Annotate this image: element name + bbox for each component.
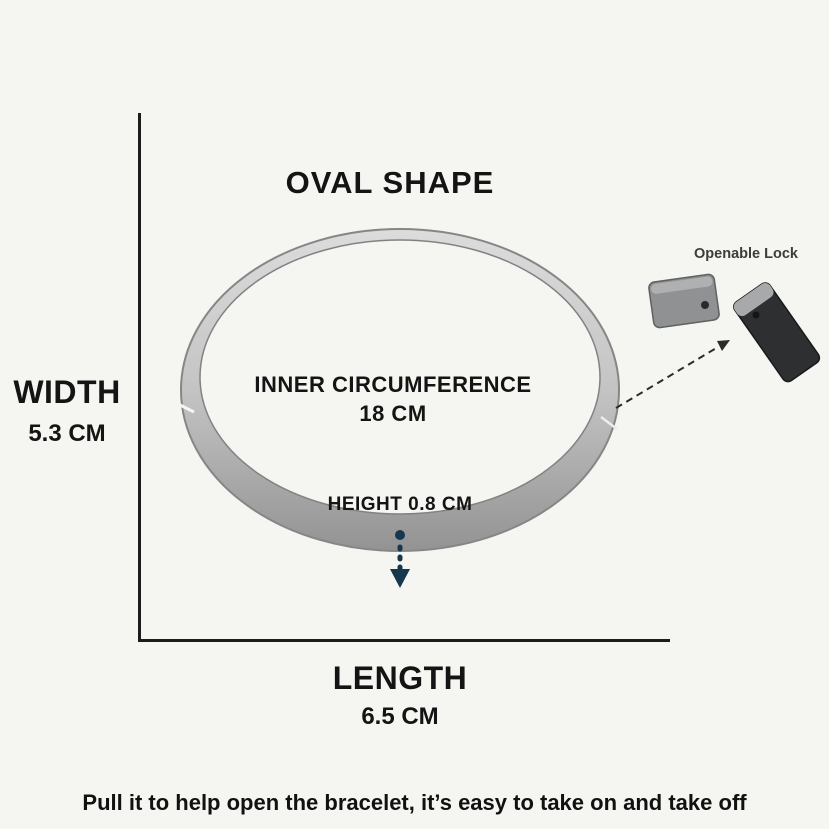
bracelet-clasp-notch [173,400,195,414]
bracelet-illustration [173,228,620,552]
lock-pin-right [752,311,760,319]
width-value: 5.3 CM [28,420,106,447]
openable-lock-label: Openable Lock [694,246,798,262]
lock-segment-right [733,282,821,383]
diagram-title: OVAL SHAPE [285,165,495,200]
width-axis-line [138,113,141,642]
height-label: HEIGHT 0.8 CM [327,494,473,515]
lock-pin-left [701,301,709,309]
width-label: WIDTH [13,374,121,410]
caption-text: Pull it to help open the bracelet, it’s … [82,790,747,815]
openable-lock-illustration [648,273,821,383]
lock-segment-left [648,273,720,329]
length-axis-line [138,639,670,642]
length-value: 6.5 CM [361,703,439,730]
bracelet-hinge [600,416,618,430]
bracelet-inner-opening [199,239,601,515]
length-label: LENGTH [332,660,468,696]
inner-circumference-value: 18 CM [359,401,427,426]
inner-circumference-label: INNER CIRCUMFERENCE [254,372,532,397]
